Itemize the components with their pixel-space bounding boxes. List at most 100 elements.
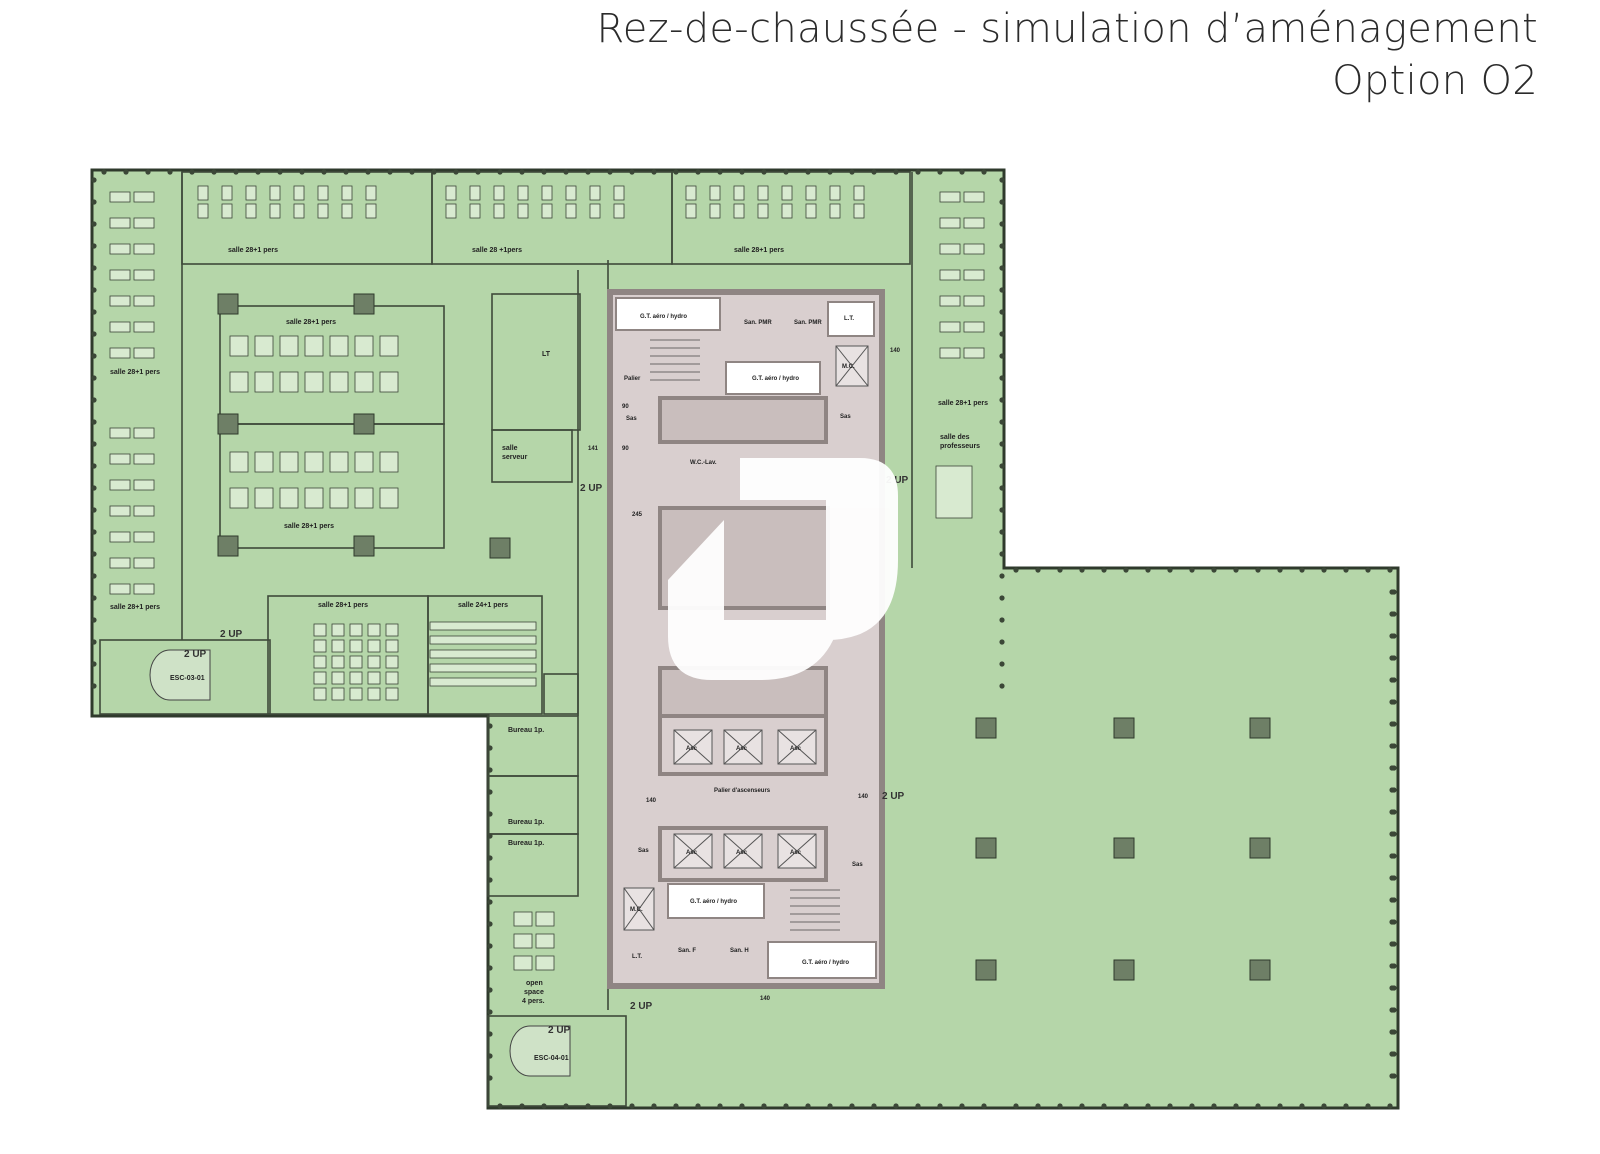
mullion — [1343, 1103, 1349, 1109]
mullion — [607, 169, 613, 175]
mullion — [487, 1053, 493, 1059]
desk — [313, 623, 327, 637]
mullion — [497, 1103, 503, 1109]
dimension: 140 — [760, 996, 771, 1002]
mullion — [673, 169, 679, 175]
desk — [133, 217, 155, 229]
desk — [349, 639, 363, 653]
facade-mullions — [91, 169, 1397, 1109]
mullion — [1389, 809, 1395, 815]
mullion — [255, 169, 261, 175]
mullion — [1389, 1073, 1395, 1079]
mullion — [695, 169, 701, 175]
mullion — [959, 169, 965, 175]
desk — [197, 203, 209, 219]
room-label: salle 28 +1pers — [472, 247, 522, 254]
mullion — [1387, 567, 1393, 573]
mullion — [849, 169, 855, 175]
dimension: 141 — [588, 446, 599, 452]
desk — [367, 671, 381, 685]
column — [1249, 717, 1271, 739]
mullion — [849, 1103, 855, 1109]
mullion — [1145, 1103, 1151, 1109]
mullion — [999, 463, 1005, 469]
core-label: G.T. aéro / hydro — [802, 960, 849, 966]
desk — [349, 623, 363, 637]
desk — [133, 295, 155, 307]
desk — [133, 505, 155, 517]
desk — [254, 371, 274, 393]
desk — [429, 663, 537, 673]
desk — [963, 191, 985, 203]
mullion — [871, 169, 877, 175]
desk — [935, 465, 973, 519]
mullion — [563, 169, 569, 175]
room-label: professeurs — [940, 443, 980, 450]
desk — [535, 911, 555, 927]
mullion — [487, 921, 493, 927]
desk — [245, 203, 257, 219]
mullion — [915, 169, 921, 175]
dimension: 140 — [890, 348, 901, 354]
mullion — [1189, 567, 1195, 573]
mullion — [1389, 831, 1395, 837]
core-label: Asc — [790, 850, 802, 856]
desk — [939, 321, 961, 333]
desk — [133, 347, 155, 359]
mullion — [695, 1103, 701, 1109]
desk — [354, 487, 374, 509]
mullion — [475, 169, 481, 175]
mullion — [1013, 1103, 1019, 1109]
mullion — [783, 169, 789, 175]
mullion — [1255, 1103, 1261, 1109]
mullion — [487, 1031, 493, 1037]
desk — [963, 217, 985, 229]
mullion — [739, 169, 745, 175]
mullion — [959, 1103, 965, 1109]
mullion — [487, 1009, 493, 1015]
desk — [589, 203, 601, 219]
up-marker: 2 UP — [886, 475, 909, 486]
desk — [733, 203, 745, 219]
desk — [254, 487, 274, 509]
mullion — [1389, 611, 1395, 617]
desk — [279, 451, 299, 473]
mullion — [1057, 1103, 1063, 1109]
mullion — [1389, 699, 1395, 705]
desk — [133, 269, 155, 281]
desk — [709, 203, 721, 219]
mullion — [999, 397, 1005, 403]
mullion — [761, 169, 767, 175]
desk — [963, 269, 985, 281]
mullion — [91, 419, 97, 425]
desk — [365, 185, 377, 201]
dimension: 140 — [646, 798, 657, 804]
desk — [535, 933, 555, 949]
mullion — [91, 309, 97, 315]
desk — [109, 453, 131, 465]
structural-columns — [217, 293, 1271, 981]
mullion — [999, 309, 1005, 315]
mullion — [1389, 985, 1395, 991]
column — [489, 537, 511, 559]
mullion — [487, 877, 493, 883]
desk — [354, 451, 374, 473]
desk — [709, 185, 721, 201]
mullion — [91, 639, 97, 645]
core-label: L.T. — [844, 316, 854, 322]
up-marker: 2 UP — [548, 1025, 571, 1036]
mullion — [167, 169, 173, 175]
core-label: Asc — [686, 746, 698, 752]
desk — [733, 185, 745, 201]
desk — [445, 185, 457, 201]
column — [975, 717, 997, 739]
desk — [109, 217, 131, 229]
core-label: M.C. — [842, 364, 855, 370]
desk — [133, 191, 155, 203]
core-label: San. F — [678, 948, 696, 954]
desk — [229, 371, 249, 393]
mullion — [1233, 567, 1239, 573]
mullion — [91, 595, 97, 601]
column — [975, 837, 997, 859]
desk — [341, 203, 353, 219]
